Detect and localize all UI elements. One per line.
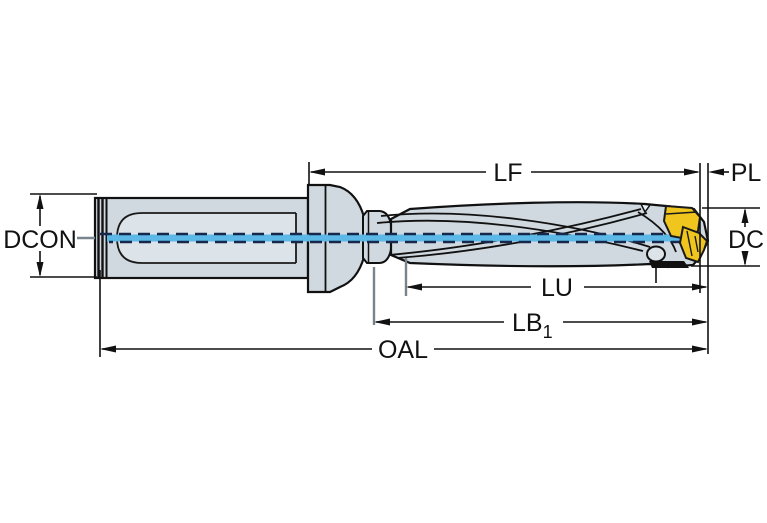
lu-arrow-left [406,283,422,291]
dc-arrow-down [741,251,749,266]
center-insert-facet [694,235,699,253]
clamp-screw [646,245,666,263]
dcon-arrow-up [36,194,44,209]
dc-label-bg [726,227,765,251]
dc-arrow-up [741,208,749,223]
flute-line [637,211,677,253]
pl-label: PL [731,159,762,187]
lf-arrow-left [309,168,325,176]
center-insert-facet [686,230,693,257]
oal-arrow-right [692,345,708,353]
pl-arrow [708,168,724,176]
peripheral-insert-edge [665,211,698,215]
lu-label: LU [541,274,573,302]
tip-bottom-band [649,261,689,268]
flute-line [376,219,644,252]
lu-arrow-right [692,283,708,291]
lf-arrow-right [684,168,700,176]
oal-label: OAL [378,336,428,364]
insert-pocket-mark [639,203,652,214]
lb1-arrow-left [374,318,390,326]
dcon-label: DCON [3,226,77,254]
dc-label: DC [728,226,764,254]
lb1-label: LB1 [512,309,553,342]
lf-label: LF [493,159,522,187]
oal-arrow-left [100,345,116,353]
lb1-arrow-right [692,318,708,326]
dcon-label-bg [5,226,76,251]
dcon-arrow-down [36,262,44,277]
